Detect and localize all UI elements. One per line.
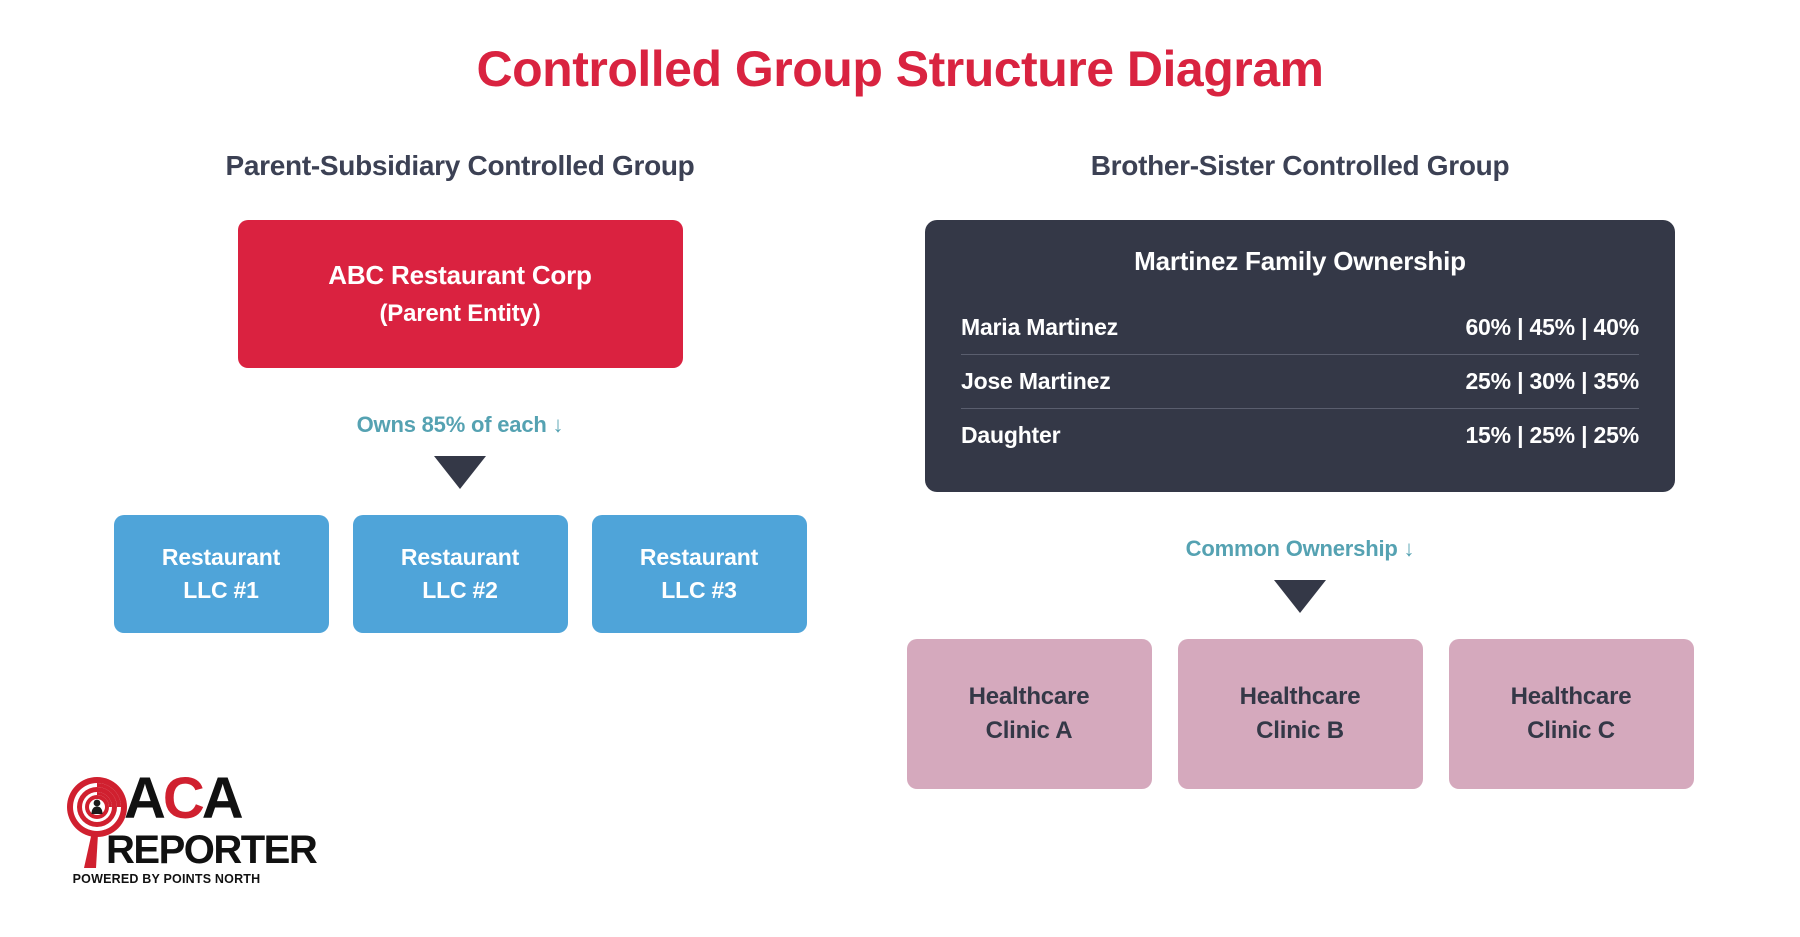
- clinic-card-b: Healthcare Clinic B: [1177, 639, 1423, 789]
- logo-wordmark-aca: ACA: [124, 770, 244, 828]
- owner-shares: 25% | 30% | 35%: [1465, 368, 1639, 394]
- subsidiary-card-2: Restaurant LLC #2: [352, 515, 568, 633]
- clinic-card-c-line1: Healthcare: [1510, 682, 1632, 710]
- ownership-panel: Martinez Family Ownership Maria Martinez…: [925, 220, 1675, 492]
- clinic-card-a-line2: Clinic A: [985, 717, 1073, 744]
- owner-name: Maria Martinez: [961, 314, 1118, 340]
- owns-85-percent-label: Owns 85% of each ↓: [356, 412, 564, 437]
- owner-shares: 15% | 25% | 25%: [1465, 422, 1639, 448]
- logo-wordmark-reporter: REPORTER: [106, 828, 318, 872]
- aca-reporter-logo: ACA REPORTER POWERED BY POINTS NORTH: [62, 768, 318, 888]
- ownership-row: Daughter 15% | 25% | 25%: [961, 409, 1639, 462]
- clinic-card-c-line2: Clinic C: [1527, 717, 1615, 744]
- subsidiary-card-1-line1: Restaurant: [161, 544, 281, 571]
- clinic-card-c: Healthcare Clinic C: [1448, 639, 1694, 789]
- ownership-row: Maria Martinez 60% | 45% | 40%: [961, 301, 1639, 355]
- ownership-connector-left: Owns 85% of each ↓: [90, 368, 830, 489]
- subsidiary-card-3-line2: LLC #3: [661, 577, 737, 603]
- logo-tagline: POWERED BY POINTS NORTH: [72, 872, 261, 886]
- parent-entity-role: (Parent Entity): [379, 300, 541, 327]
- ownership-panel-title: Martinez Family Ownership: [1134, 246, 1466, 276]
- brother-sister-column: Brother-Sister Controlled Group Martinez…: [880, 150, 1720, 789]
- subsidiary-card-3: Restaurant LLC #3: [591, 515, 807, 633]
- logo-letter-a1: A: [124, 766, 166, 831]
- owner-shares: 60% | 45% | 40%: [1465, 314, 1639, 340]
- triangle-down-icon: [434, 456, 486, 489]
- subsidiary-card-1-line2: LLC #1: [183, 577, 259, 603]
- clinic-card-a-line1: Healthcare: [968, 682, 1090, 710]
- clinic-card-a: Healthcare Clinic A: [906, 639, 1152, 789]
- subsidiary-card-1: Restaurant LLC #1: [113, 515, 329, 633]
- ownership-row: Jose Martinez 25% | 30% | 35%: [961, 355, 1639, 409]
- subsidiary-card-3-line1: Restaurant: [639, 544, 759, 571]
- ownership-connector-right: Common Ownership ↓: [880, 492, 1720, 613]
- parent-entity-name: ABC Restaurant Corp: [328, 260, 592, 290]
- brother-sister-heading: Brother-Sister Controlled Group: [1090, 150, 1510, 181]
- page-title: Controlled Group Structure Diagram: [476, 41, 1324, 97]
- logo-letter-a2: A: [201, 766, 244, 831]
- triangle-down-icon: [1274, 580, 1326, 613]
- common-ownership-label: Common Ownership ↓: [1185, 536, 1415, 561]
- clinic-row: Healthcare Clinic A Healthcare Clinic B …: [880, 639, 1720, 789]
- subsidiary-card-2-line1: Restaurant: [400, 544, 520, 571]
- subsidiary-card-2-line2: LLC #2: [422, 577, 498, 603]
- clinic-card-b-line1: Healthcare: [1239, 682, 1361, 710]
- aca-target-magnifier-icon: [67, 777, 127, 868]
- subsidiary-row: Restaurant LLC #1 Restaurant LLC #2 Rest…: [90, 515, 830, 633]
- owner-name: Jose Martinez: [961, 368, 1111, 394]
- parent-subsidiary-heading: Parent-Subsidiary Controlled Group: [225, 150, 695, 181]
- owner-name: Daughter: [961, 422, 1061, 448]
- clinic-card-b-line2: Clinic B: [1256, 717, 1344, 744]
- parent-entity-card: ABC Restaurant Corp (Parent Entity): [237, 220, 683, 368]
- parent-subsidiary-column: Parent-Subsidiary Controlled Group ABC R…: [90, 150, 830, 633]
- logo-letter-c: C: [162, 766, 205, 831]
